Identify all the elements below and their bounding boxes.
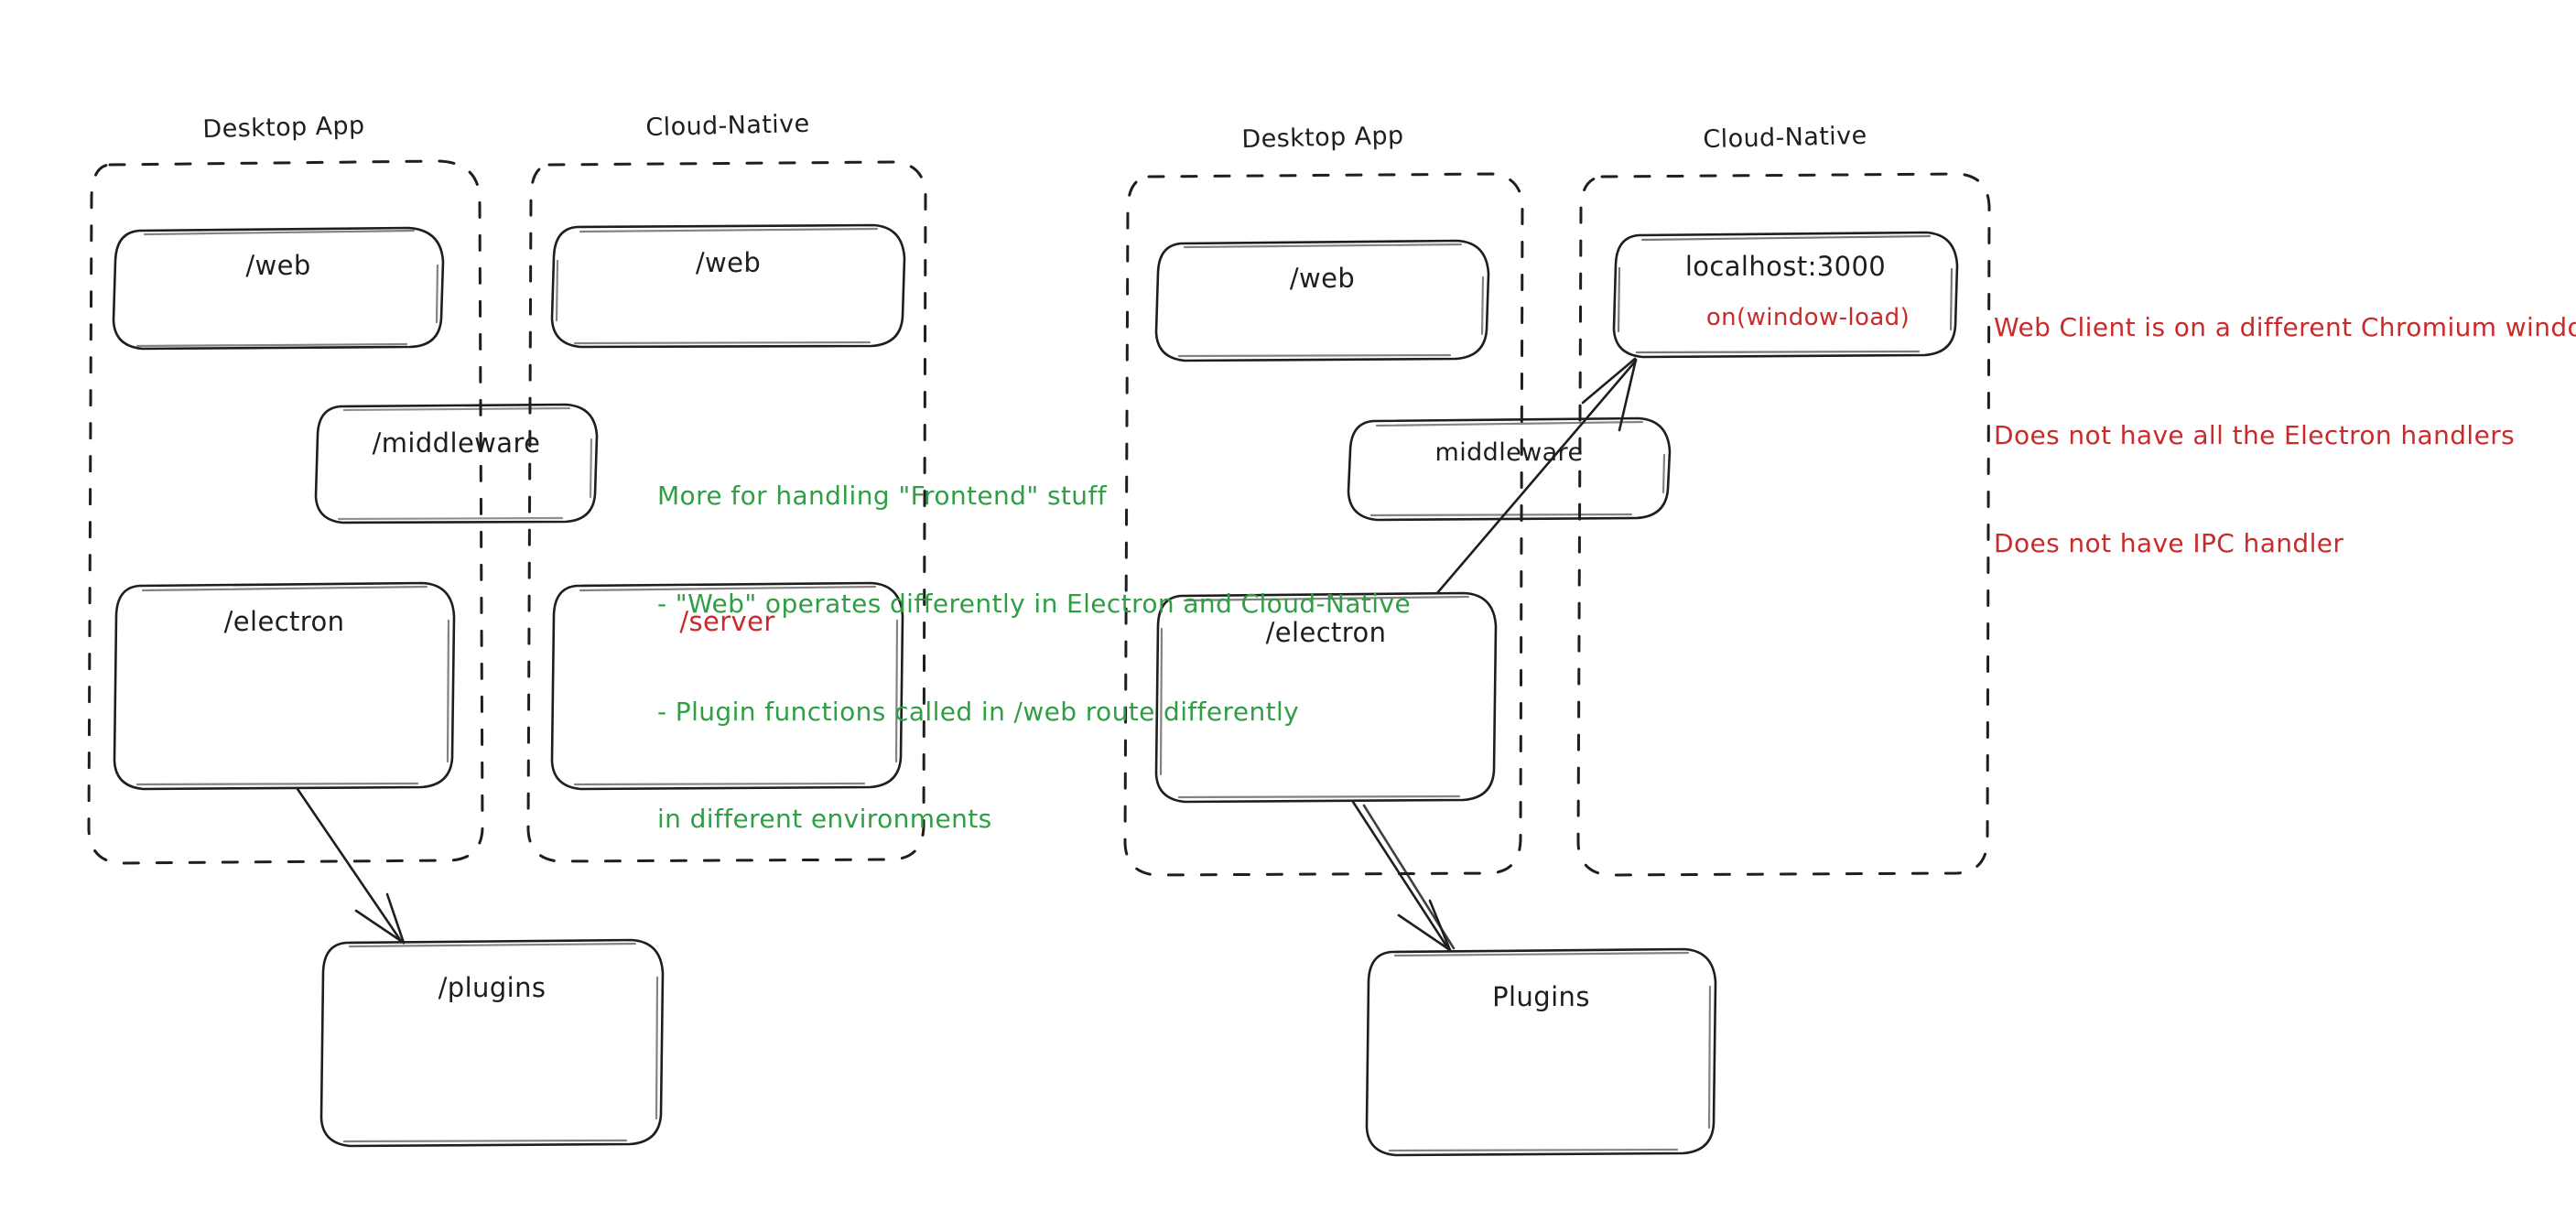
red-annotation-line-3: Does not have IPC handler	[1994, 527, 2344, 558]
right-cloud-native-title: Cloud-Native	[1703, 121, 1867, 155]
left-server-shape[interactable]	[550, 581, 904, 791]
red-annotation-note: Web Client is on a different Chromium wi…	[1994, 238, 2576, 632]
right-localhost-shape[interactable]	[1612, 231, 1959, 359]
left-cloud-native-group	[526, 160, 927, 863]
green-annotation-line-3: - Plugin functions called in /web route …	[657, 696, 1300, 727]
right-plugins-label: Plugins	[1492, 981, 1590, 1012]
left-edge-electron-to-plugins	[296, 787, 406, 945]
red-annotation-line-1: Web Client is on a different Chromium wi…	[1994, 312, 2576, 343]
left-desktop-web-label: /web	[245, 250, 311, 281]
left-electron-shape[interactable]	[113, 581, 456, 791]
left-desktop-app-title: Desktop App	[202, 111, 365, 145]
right-localhost-label: localhost:3000	[1684, 251, 1887, 282]
right-localhost-sublabel: on(window-load)	[1705, 304, 1910, 331]
right-edge-electron-to-plugins	[1351, 800, 1456, 952]
right-desktop-web-label: /web	[1289, 263, 1356, 294]
left-electron-label: /electron	[223, 606, 345, 637]
right-desktop-app-group	[1123, 172, 1524, 877]
right-cloud-native-group	[1576, 172, 1991, 877]
green-annotation-line-2: - "Web" operates differently in Electron…	[657, 588, 1412, 619]
left-middleware-label: /middleware	[372, 427, 541, 459]
right-middleware-shape[interactable]	[1347, 416, 1672, 522]
left-cloud-native-title: Cloud-Native	[645, 109, 810, 143]
left-desktop-web-shape[interactable]	[112, 226, 445, 351]
right-edge-electron-to-localhost	[1435, 357, 1638, 595]
green-annotation-line-1: More for handling "Frontend" stuff	[657, 481, 1107, 512]
red-annotation-line-2: Does not have all the Electron handlers	[1994, 419, 2516, 450]
right-electron-shape[interactable]	[1154, 591, 1498, 804]
right-desktop-web-shape[interactable]	[1154, 239, 1490, 362]
green-annotation-note: More for handling "Frontend" stuff - "We…	[657, 406, 1412, 909]
left-middleware-shape[interactable]	[314, 403, 599, 524]
left-plugins-label: /plugins	[438, 972, 547, 1003]
left-plugins-shape[interactable]	[319, 938, 665, 1148]
left-server-label: /server	[679, 606, 775, 637]
left-cloud-web-shape[interactable]	[550, 223, 906, 349]
left-cloud-web-label: /web	[695, 247, 762, 278]
right-plugins-shape[interactable]	[1365, 947, 1717, 1157]
left-desktop-app-group	[87, 159, 484, 865]
green-annotation-line-4: in different environments	[657, 804, 992, 835]
right-middleware-label: middleware	[1434, 438, 1584, 467]
right-electron-label: /electron	[1265, 617, 1387, 648]
right-desktop-app-title: Desktop App	[1241, 121, 1404, 155]
